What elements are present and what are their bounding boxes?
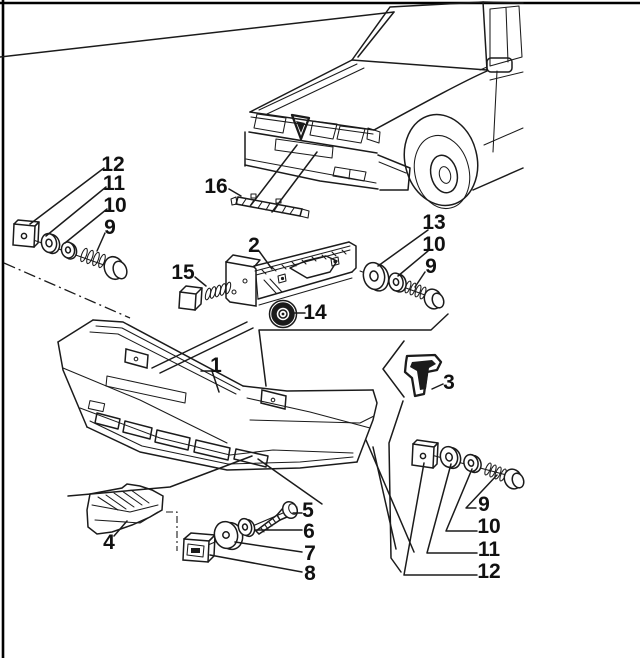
callout-9: 9 bbox=[478, 493, 490, 516]
part-2-reinforcement-bracket bbox=[225, 241, 357, 307]
callout-6: 6 bbox=[303, 520, 315, 543]
mid-fastener-group bbox=[359, 261, 445, 310]
callout-11: 11 bbox=[103, 172, 126, 195]
callout-1: 1 bbox=[210, 354, 222, 377]
part-16-trim-strip bbox=[230, 193, 310, 219]
callout-12: 12 bbox=[101, 153, 124, 176]
leader-lines bbox=[3, 144, 498, 576]
car-illustration bbox=[0, 1, 524, 210]
left-fastener-group bbox=[12, 219, 128, 281]
callout-10: 10 bbox=[103, 194, 126, 217]
callout-2: 2 bbox=[248, 234, 260, 257]
callout-4: 4 bbox=[103, 531, 115, 554]
callout-10: 10 bbox=[477, 515, 500, 538]
callout-10: 10 bbox=[422, 233, 445, 256]
callout-9: 9 bbox=[425, 255, 437, 278]
callout-8: 8 bbox=[304, 562, 316, 585]
callout-11: 11 bbox=[478, 538, 501, 561]
callout-14: 14 bbox=[303, 301, 327, 324]
part-1-bumper bbox=[57, 319, 378, 471]
callout-9: 9 bbox=[104, 216, 116, 239]
callout-7: 7 bbox=[304, 542, 316, 565]
part-4-spoiler bbox=[86, 483, 164, 535]
callout-12: 12 bbox=[477, 560, 500, 583]
callout-15: 15 bbox=[171, 261, 195, 284]
part-14-grommet bbox=[268, 299, 298, 329]
callout-3: 3 bbox=[443, 371, 455, 394]
callout-13: 13 bbox=[422, 211, 445, 234]
part-15-square-bolt bbox=[178, 281, 232, 311]
part-3-corner-piece bbox=[403, 353, 443, 398]
right-fastener-group bbox=[411, 439, 525, 490]
callout-16: 16 bbox=[204, 175, 227, 198]
callout-5: 5 bbox=[302, 499, 314, 522]
